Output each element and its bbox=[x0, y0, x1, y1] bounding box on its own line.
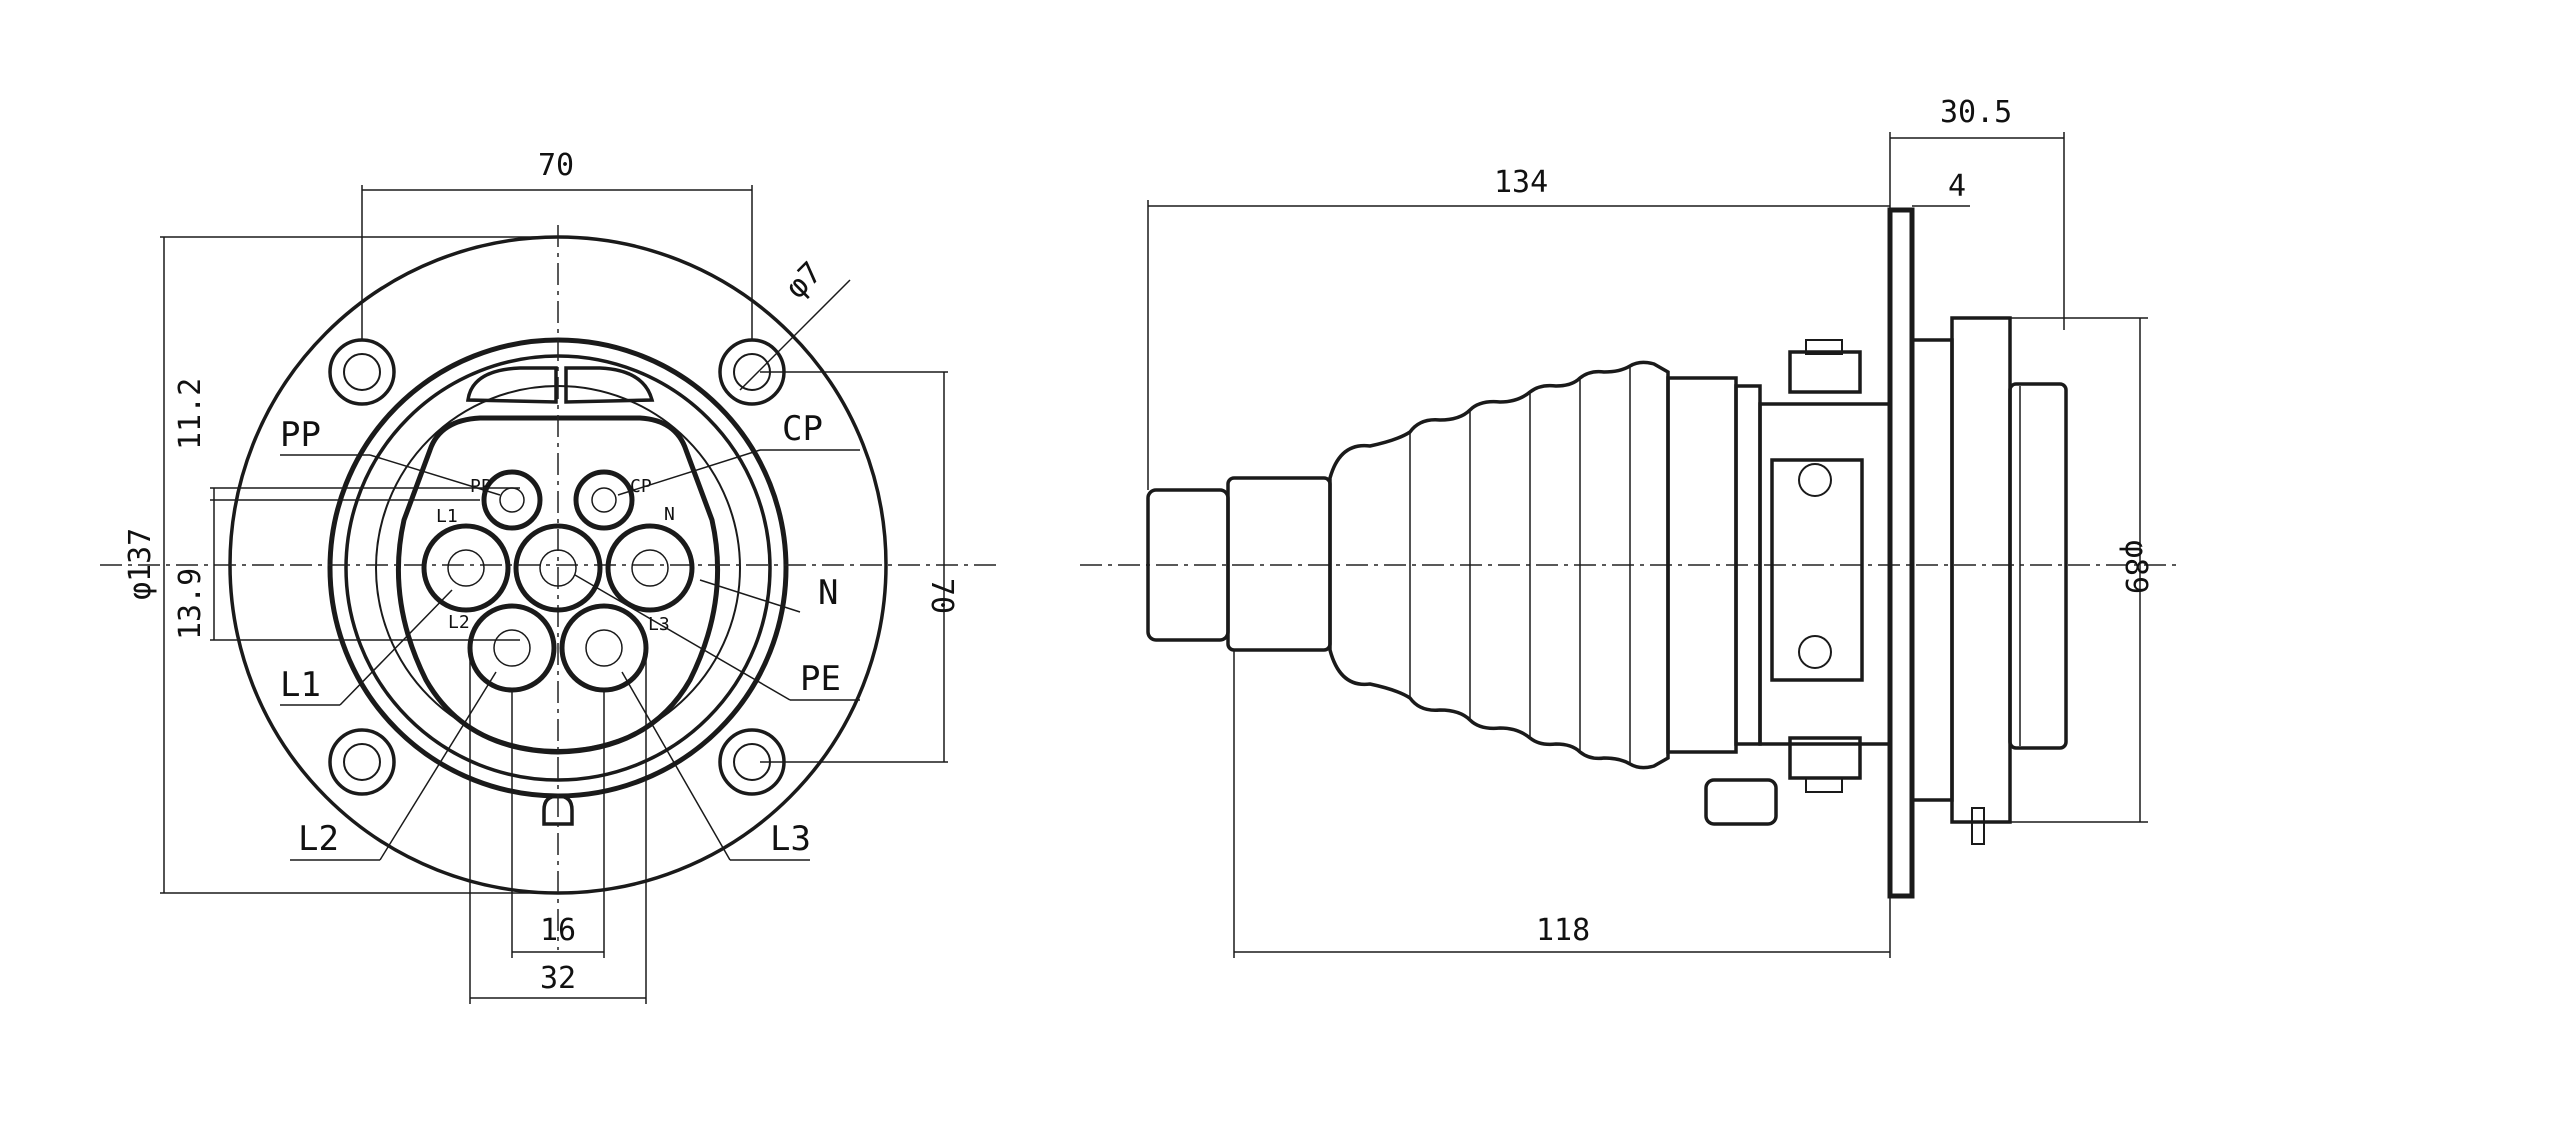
svg-text:φ137: φ137 bbox=[123, 528, 158, 600]
label-cp: CP bbox=[782, 409, 823, 449]
side-view: 30.5 4 134 118 φ89 bbox=[1080, 95, 2180, 958]
svg-text:φ7: φ7 bbox=[779, 255, 829, 305]
dim-body: 118 bbox=[1233, 650, 1891, 958]
pin-l1 bbox=[421, 523, 511, 613]
front-view: PP CP L1 N L2 L3 PP CP N PE L1 L2 L3 bbox=[100, 148, 1000, 1004]
svg-text:13.9: 13.9 bbox=[173, 568, 208, 640]
latch-top bbox=[1788, 350, 1862, 394]
svg-text:φ89: φ89 bbox=[2118, 540, 2153, 594]
pin-text-l1: L1 bbox=[436, 506, 458, 527]
pin-l2 bbox=[467, 603, 557, 693]
label-n: N bbox=[818, 573, 838, 613]
bottom-key bbox=[542, 794, 574, 826]
socket-face bbox=[395, 415, 721, 755]
dim-width-top: 70 bbox=[361, 148, 753, 340]
svg-text:11.2: 11.2 bbox=[173, 378, 208, 450]
pin-text-n: N bbox=[664, 504, 675, 525]
dim-offsets: 11.2 13.9 bbox=[173, 378, 520, 641]
pins bbox=[421, 469, 695, 693]
front-body bbox=[1910, 338, 1954, 802]
svg-text:70: 70 bbox=[924, 578, 959, 614]
pin-pp bbox=[481, 469, 543, 531]
dim-height-right: 70 bbox=[760, 371, 959, 763]
svg-text:134: 134 bbox=[1494, 165, 1548, 200]
label-pe: PE bbox=[800, 659, 841, 699]
pin-cp bbox=[573, 469, 635, 531]
svg-text:118: 118 bbox=[1536, 913, 1590, 948]
svg-text:32: 32 bbox=[540, 961, 576, 996]
dim-outer-dia: φ137 bbox=[123, 236, 560, 894]
svg-text:16: 16 bbox=[540, 913, 576, 948]
pin-text-l2: L2 bbox=[448, 612, 470, 633]
dim-top-right: 30.5 bbox=[1889, 95, 2065, 330]
leaders bbox=[280, 449, 860, 861]
dim-flange: 4 bbox=[1912, 169, 1970, 207]
side-plug bbox=[1704, 778, 1778, 826]
top-slot-right bbox=[564, 366, 655, 404]
label-l1: L1 bbox=[280, 665, 321, 705]
terminal-block bbox=[1770, 458, 1864, 682]
pin-text-pp: PP bbox=[470, 476, 492, 497]
pin-n bbox=[605, 523, 695, 613]
svg-text:70: 70 bbox=[538, 148, 574, 183]
pin-pe-center bbox=[513, 523, 603, 613]
top-slot-left bbox=[466, 366, 558, 404]
pin-text-cp: CP bbox=[630, 476, 652, 497]
dim-overall: 134 bbox=[1147, 165, 1890, 490]
label-l3: L3 bbox=[770, 819, 811, 859]
dim-bottom: 16 32 bbox=[469, 640, 647, 1004]
dim-hole: φ7 bbox=[739, 255, 851, 391]
label-pp: PP bbox=[280, 415, 321, 455]
label-l2: L2 bbox=[298, 819, 339, 859]
mount-flange bbox=[1887, 207, 1915, 899]
svg-text:4: 4 bbox=[1948, 169, 1966, 204]
svg-text:30.5: 30.5 bbox=[1940, 95, 2012, 130]
pin-l3 bbox=[559, 603, 649, 693]
dim-dia: φ89 bbox=[1960, 317, 2153, 823]
bellows bbox=[1328, 360, 1670, 770]
